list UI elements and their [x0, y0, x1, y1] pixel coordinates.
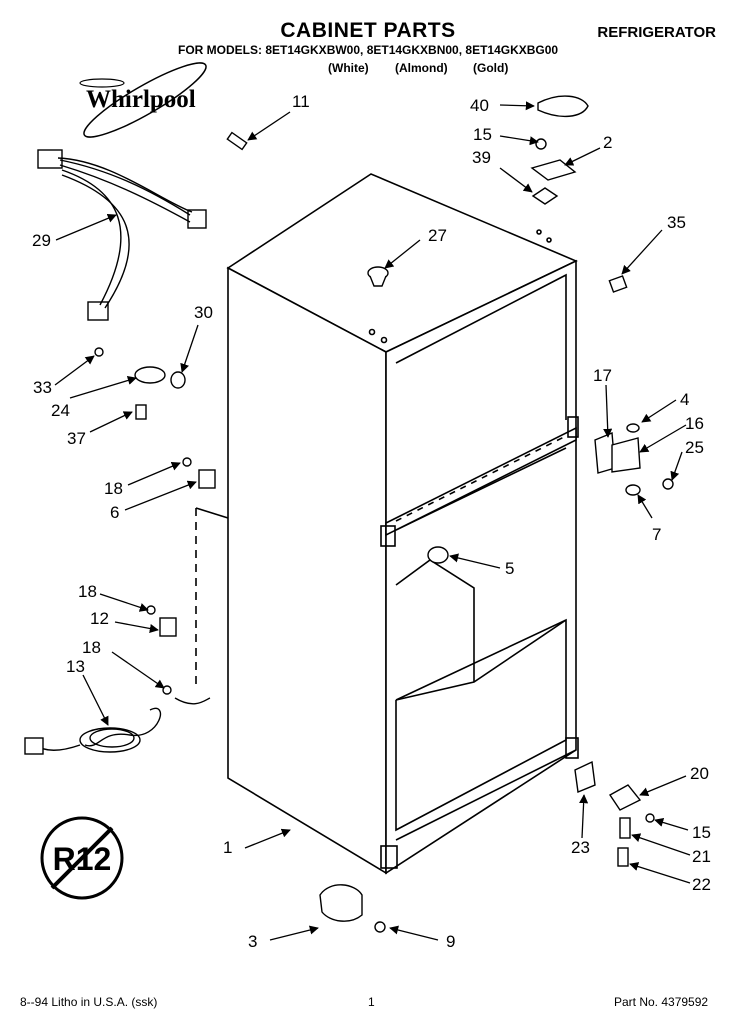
callout-27: 27	[428, 226, 447, 245]
callout-33: 33	[33, 378, 52, 397]
callout-labels: 11 40 15 2 39 35 27 29 30 33 24 37 17 4 …	[32, 92, 711, 951]
part-clip-6	[182, 457, 216, 489]
part-valve-24	[94, 347, 186, 420]
logo-text: Whirlpool	[86, 86, 196, 113]
callout-17: 17	[593, 366, 612, 385]
callout-23: 23	[571, 838, 590, 857]
category-label: REFRIGERATOR	[597, 24, 716, 41]
callout-5: 5	[505, 559, 514, 578]
finish-almond: (Almond)	[395, 61, 448, 75]
part-hinge-20	[608, 784, 655, 867]
callout-9: 9	[446, 932, 455, 951]
callout-18-c: 18	[82, 638, 101, 657]
callout-18-b: 18	[78, 582, 97, 601]
callout-15-top: 15	[473, 125, 492, 144]
callout-1: 1	[223, 838, 232, 857]
callout-37: 37	[67, 429, 86, 448]
callout-40: 40	[470, 96, 489, 115]
callout-39: 39	[472, 148, 491, 167]
callout-11: 11	[292, 92, 310, 111]
badge-text: R12	[53, 841, 112, 877]
callout-24: 24	[51, 401, 70, 420]
part-wire-harness-29	[37, 149, 207, 321]
callout-2: 2	[603, 133, 612, 152]
callout-25: 25	[685, 438, 704, 457]
footer-part-number: Part No. 4379592	[614, 995, 709, 1009]
callout-22: 22	[692, 875, 711, 894]
part-bumper-5	[427, 546, 449, 564]
callout-30: 30	[194, 303, 213, 322]
callout-13: 13	[66, 657, 85, 676]
models-line: FOR MODELS: 8ET14GKXBW00, 8ET14GKXBN00, …	[178, 43, 559, 57]
page-title: CABINET PARTS	[280, 19, 456, 42]
callout-20: 20	[690, 764, 709, 783]
callout-35: 35	[667, 213, 686, 232]
callout-12: 12	[90, 609, 109, 628]
part-hinge-3	[319, 884, 386, 933]
finish-gold: (Gold)	[473, 61, 509, 75]
part-bracket-23	[574, 760, 596, 793]
finish-white: (White)	[328, 61, 369, 75]
callout-16: 16	[685, 414, 704, 433]
cabinet-body	[195, 173, 579, 875]
part-clip-12	[146, 605, 177, 637]
callout-15-bottom: 15	[692, 823, 711, 842]
part-cap-27	[367, 266, 389, 287]
callout-18-a: 18	[104, 479, 123, 498]
callout-21: 21	[692, 847, 711, 866]
part-hinge-16	[594, 423, 674, 496]
r12-badge: R12	[40, 816, 124, 900]
callout-6: 6	[110, 503, 119, 522]
callout-29: 29	[32, 231, 51, 250]
whirlpool-logo: Whirlpool	[79, 62, 207, 138]
part-power-cord-13	[24, 685, 211, 755]
footer-page-number: 1	[368, 995, 375, 1009]
part-cap-40	[537, 95, 589, 117]
part-plug-35	[608, 275, 628, 293]
leader-arrows	[54, 101, 691, 941]
footer-print-info: 8--94 Litho in U.S.A. (ssk)	[20, 995, 158, 1009]
callout-3: 3	[248, 932, 257, 951]
callout-4: 4	[680, 390, 689, 409]
callout-7: 7	[652, 525, 661, 544]
part-hinge-2	[530, 138, 577, 205]
part-screw-11	[226, 131, 248, 151]
